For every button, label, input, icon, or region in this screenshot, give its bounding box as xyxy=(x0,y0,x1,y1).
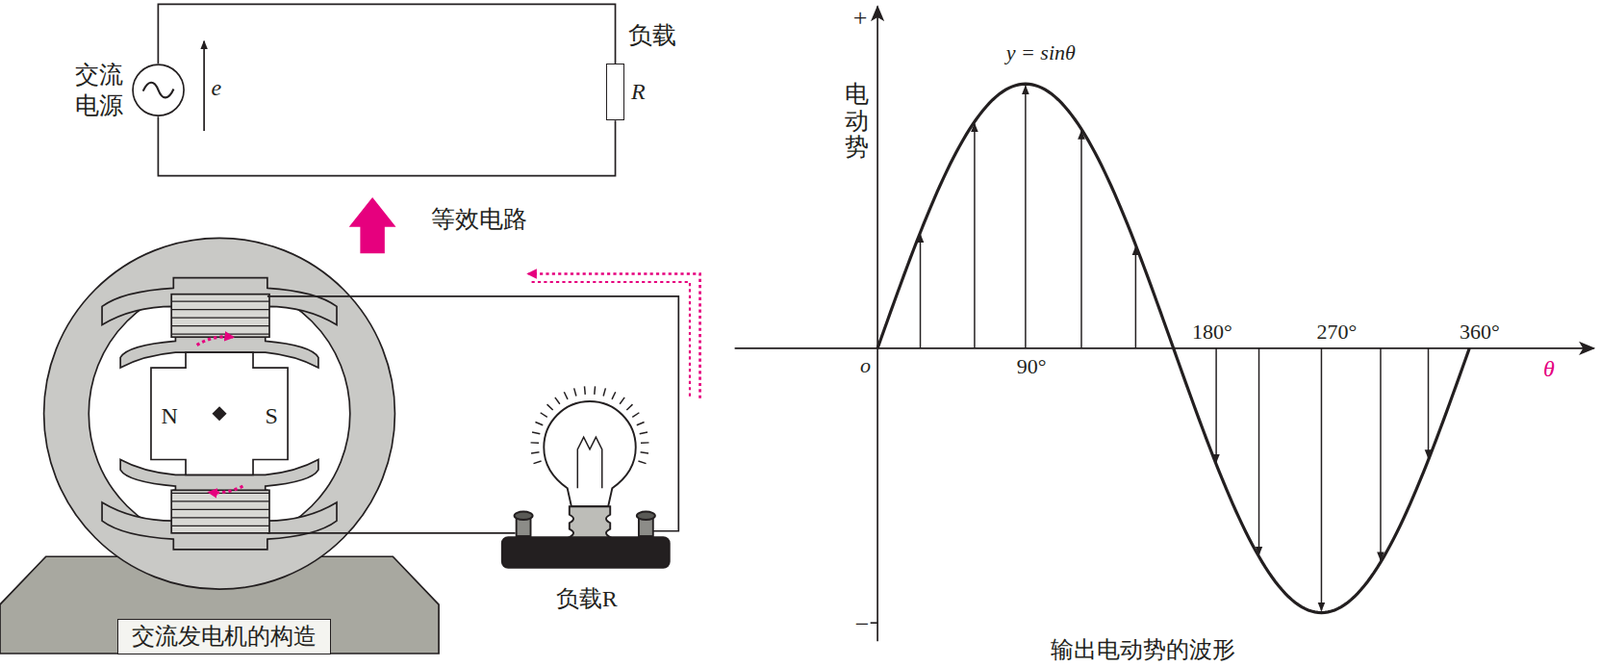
axis-title: 电动势 xyxy=(844,80,869,161)
bottom-wire xyxy=(157,116,615,177)
axis-minus: − xyxy=(855,609,870,639)
ac-source: 交流 电源 xyxy=(131,63,185,117)
load-resistor: 负载R xyxy=(606,63,625,121)
load-label: 负载R xyxy=(556,584,618,612)
tick-label: 360° xyxy=(1459,318,1500,344)
coil-winding xyxy=(171,308,270,310)
sine-curve xyxy=(877,83,1470,612)
wire xyxy=(267,532,516,534)
axis-variable: θ xyxy=(1543,354,1555,382)
generator xyxy=(0,237,679,654)
emf-arrow xyxy=(1379,348,1381,560)
tick-label: 90° xyxy=(1016,354,1047,380)
curve-equation: y = sinθ xyxy=(1006,40,1076,66)
emf-arrow xyxy=(1215,348,1217,462)
light-ray xyxy=(626,404,633,410)
emf-arrow xyxy=(1080,130,1082,349)
sine-chart xyxy=(877,83,1470,612)
south-pole: S xyxy=(264,401,278,430)
light-ray xyxy=(637,460,646,464)
emf-arrow xyxy=(1024,85,1026,349)
light-ray xyxy=(632,412,639,418)
equivalent-circuit xyxy=(157,41,615,177)
light-ray xyxy=(574,387,577,396)
rotor xyxy=(151,352,288,475)
light-ray xyxy=(533,460,542,464)
light-ray xyxy=(611,391,616,400)
light-ray xyxy=(640,441,649,444)
light-ray xyxy=(555,397,560,405)
emf-arrow xyxy=(1258,348,1260,555)
outer-yoke xyxy=(44,237,396,589)
light-ray xyxy=(640,452,649,454)
figure-caption: 输出电动势的波形 xyxy=(1050,634,1236,663)
origin-label: o xyxy=(860,352,871,378)
emf-arrow xyxy=(1135,247,1137,349)
light-ray xyxy=(584,385,586,394)
emf-arrow xyxy=(973,124,975,349)
bulb xyxy=(502,385,670,568)
light-ray xyxy=(593,385,596,394)
axis-plus: + xyxy=(853,2,868,33)
light-ray xyxy=(547,404,554,410)
up-arrow xyxy=(349,197,397,254)
coil-winding xyxy=(171,332,270,334)
light-ray xyxy=(531,452,539,454)
equivalent-circuit-label: 等效电路 xyxy=(431,204,528,234)
light-ray xyxy=(534,421,543,425)
wire xyxy=(267,296,679,532)
light-ray xyxy=(540,412,548,418)
axes xyxy=(735,6,1595,642)
light-ray xyxy=(619,397,625,405)
tick-label: 180° xyxy=(1192,318,1233,344)
wire xyxy=(157,3,615,64)
coil-winding xyxy=(171,300,270,302)
north-pole: N xyxy=(160,401,178,430)
emf-arrow xyxy=(919,234,921,349)
emf-symbol: e xyxy=(211,74,223,102)
light-ray xyxy=(603,387,606,396)
tick-label: 270° xyxy=(1316,318,1357,344)
light-ray xyxy=(531,441,539,444)
light-ray xyxy=(532,431,540,434)
emf-arrow xyxy=(1427,348,1429,458)
coil-winding xyxy=(171,325,270,327)
source-symbol xyxy=(131,63,185,117)
light-ray xyxy=(636,421,645,425)
caption-text: 交流发电机的构造 xyxy=(131,622,317,651)
caption-box: 交流发电机的构造 xyxy=(117,618,331,655)
light-ray xyxy=(639,431,648,434)
resistor-symbol-label: R xyxy=(631,77,646,106)
emf-arrow xyxy=(203,41,205,131)
shaft xyxy=(213,406,227,420)
light-ray xyxy=(563,391,568,400)
coil-winding xyxy=(171,316,270,318)
source-label: 交流 电源 xyxy=(73,59,125,121)
emf-arrow xyxy=(1320,348,1322,611)
load-label: 负载 xyxy=(628,21,677,51)
